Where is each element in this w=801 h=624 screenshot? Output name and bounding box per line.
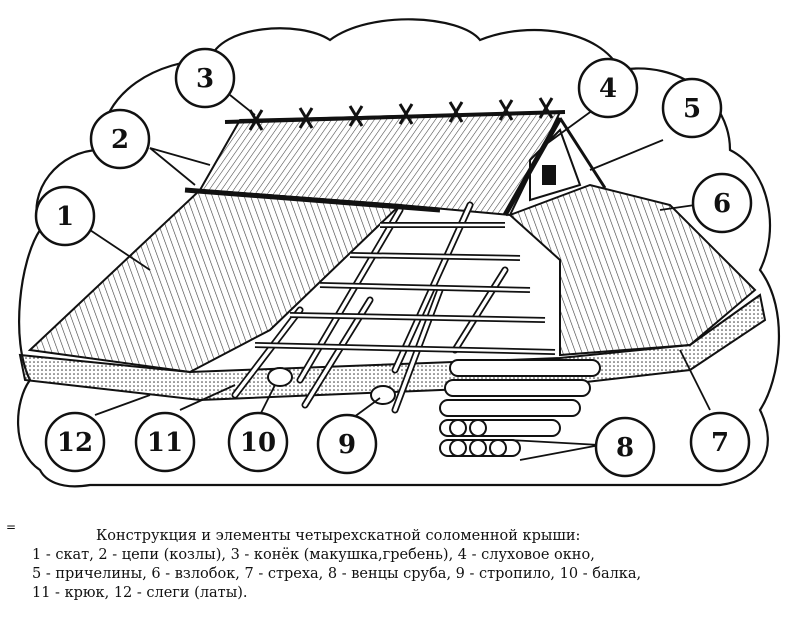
caption-title: Конструкция и элементы четырехскатной со…	[96, 528, 581, 544]
svg-text:10: 10	[240, 428, 276, 458]
roof-illustration: 1 2 3 4 5 6 7 8 9 10 11 12	[16, 18, 781, 488]
callout-10: 10	[227, 411, 289, 473]
callout-3: 3	[174, 47, 236, 109]
svg-text:7: 7	[711, 428, 729, 458]
svg-text:5: 5	[683, 94, 701, 124]
callout-5: 5	[661, 77, 723, 139]
battens-inner	[254, 223, 556, 354]
callout-12: 12	[44, 411, 106, 473]
chain-pole	[184, 187, 441, 213]
figure-caption: Конструкция и элементы четырехскатной со…	[0, 527, 801, 603]
svg-text:11: 11	[147, 428, 183, 458]
svg-text:12: 12	[57, 428, 93, 458]
leader-lines	[89, 94, 711, 461]
callout-6: 6	[691, 172, 753, 234]
svg-text:8: 8	[616, 433, 634, 463]
svg-text:3: 3	[196, 64, 214, 94]
dormer-opening	[542, 165, 556, 185]
caption-line-2: 5 - причелины, 6 - взлобок, 7 - стреха, …	[32, 566, 642, 582]
svg-text:2: 2	[111, 125, 129, 155]
ridge-crosses	[248, 97, 554, 131]
callout-1: 1	[34, 185, 96, 247]
margin-mark: =	[6, 520, 17, 534]
callout-7: 7	[689, 411, 751, 473]
right-hip	[508, 183, 757, 357]
svg-text:9: 9	[338, 430, 356, 460]
callout-9: 9	[316, 413, 378, 475]
bargeboard	[502, 116, 563, 217]
caption-line-3: 11 - крюк, 12 - слеги (латы).	[32, 585, 248, 601]
callout-11: 11	[134, 411, 196, 473]
callout-4: 4	[577, 57, 639, 119]
svg-text:4: 4	[599, 74, 617, 104]
beam-ends	[267, 367, 396, 405]
log-walls	[439, 359, 601, 457]
svg-text:6: 6	[713, 189, 731, 219]
callout-8: 8	[594, 416, 656, 478]
caption-line-1: 1 - скат, 2 - цепи (козлы), 3 - конёк (м…	[32, 547, 595, 563]
svg-text:1: 1	[56, 202, 74, 232]
callout-2: 2	[89, 108, 151, 170]
